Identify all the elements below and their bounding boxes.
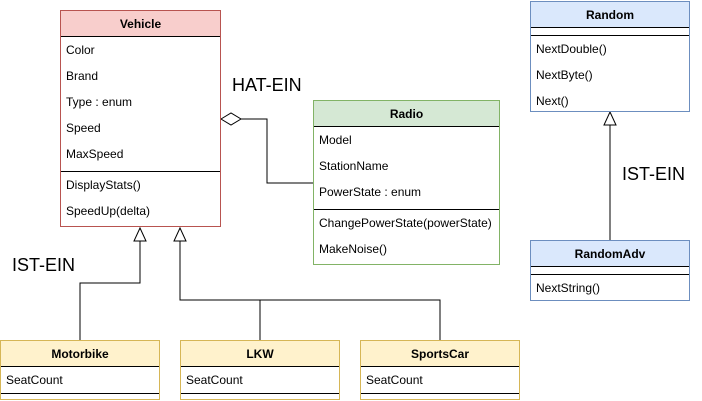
random-method: NextByte() <box>536 68 593 82</box>
randomadv-attribute-divider <box>531 267 689 275</box>
motorbike-attribute: SeatCount <box>6 373 63 387</box>
vehicle-method: SpeedUp(delta) <box>66 204 151 218</box>
class-random[interactable]: Random NextDouble() NextByte() Next() <box>530 1 690 112</box>
radio-method: ChangePowerState(powerState) <box>319 216 492 230</box>
inheritance-line-sportscar <box>260 299 441 340</box>
random-method: NextDouble() <box>536 42 607 56</box>
class-radio[interactable]: Radio Model StationName PowerState : enu… <box>313 100 500 265</box>
class-sportscar-name: SportsCar <box>361 341 519 367</box>
vehicle-attribute: Type : enum <box>66 95 133 109</box>
inheritance-arrowhead-vehicle <box>173 226 187 242</box>
class-randomadv-name: RandomAdv <box>531 241 689 267</box>
sportscar-attribute: SeatCount <box>366 373 423 387</box>
vehicle-attribute: MaxSpeed <box>66 147 124 161</box>
aggregation-diamond <box>220 112 242 126</box>
aggregation-line <box>241 118 313 184</box>
class-randomadv[interactable]: RandomAdv NextString() <box>530 240 690 301</box>
radio-attribute: Model <box>319 133 352 147</box>
class-lkw[interactable]: LKW SeatCount <box>180 340 340 400</box>
inheritance-label-vehicle: IST-EIN <box>12 255 76 275</box>
class-motorbike-name: Motorbike <box>1 341 159 367</box>
vehicle-method: DisplayStats() <box>66 178 141 192</box>
radio-attribute: PowerState : enum <box>319 185 422 199</box>
random-attribute-divider <box>531 28 689 36</box>
inheritance-label-random: IST-EIN <box>622 164 686 184</box>
class-lkw-name: LKW <box>181 341 339 367</box>
vehicle-attribute: Brand <box>66 69 99 83</box>
class-vehicle-name: Vehicle <box>61 11 220 37</box>
randomadv-method: NextString() <box>536 281 601 295</box>
class-radio-name: Radio <box>314 101 499 127</box>
class-motorbike[interactable]: Motorbike SeatCount <box>0 340 160 400</box>
vehicle-attribute: Color <box>66 43 95 57</box>
inheritance-line-lkw <box>179 241 261 340</box>
vehicle-attribute: Speed <box>66 121 101 135</box>
class-vehicle[interactable]: Vehicle Color Brand Type : enum Speed Ma… <box>60 10 221 227</box>
radio-method: MakeNoise() <box>319 242 388 256</box>
aggregation-label: HAT-EIN <box>232 75 302 95</box>
class-sportscar[interactable]: SportsCar SeatCount <box>360 340 520 400</box>
radio-attribute: StationName <box>319 159 389 173</box>
random-method: Next() <box>536 94 569 108</box>
inheritance-arrowhead-motorbike <box>133 226 147 242</box>
inheritance-line-motorbike <box>79 241 141 340</box>
inheritance-arrowhead-random <box>603 110 617 126</box>
class-random-name: Random <box>531 2 689 28</box>
lkw-attribute: SeatCount <box>186 373 243 387</box>
